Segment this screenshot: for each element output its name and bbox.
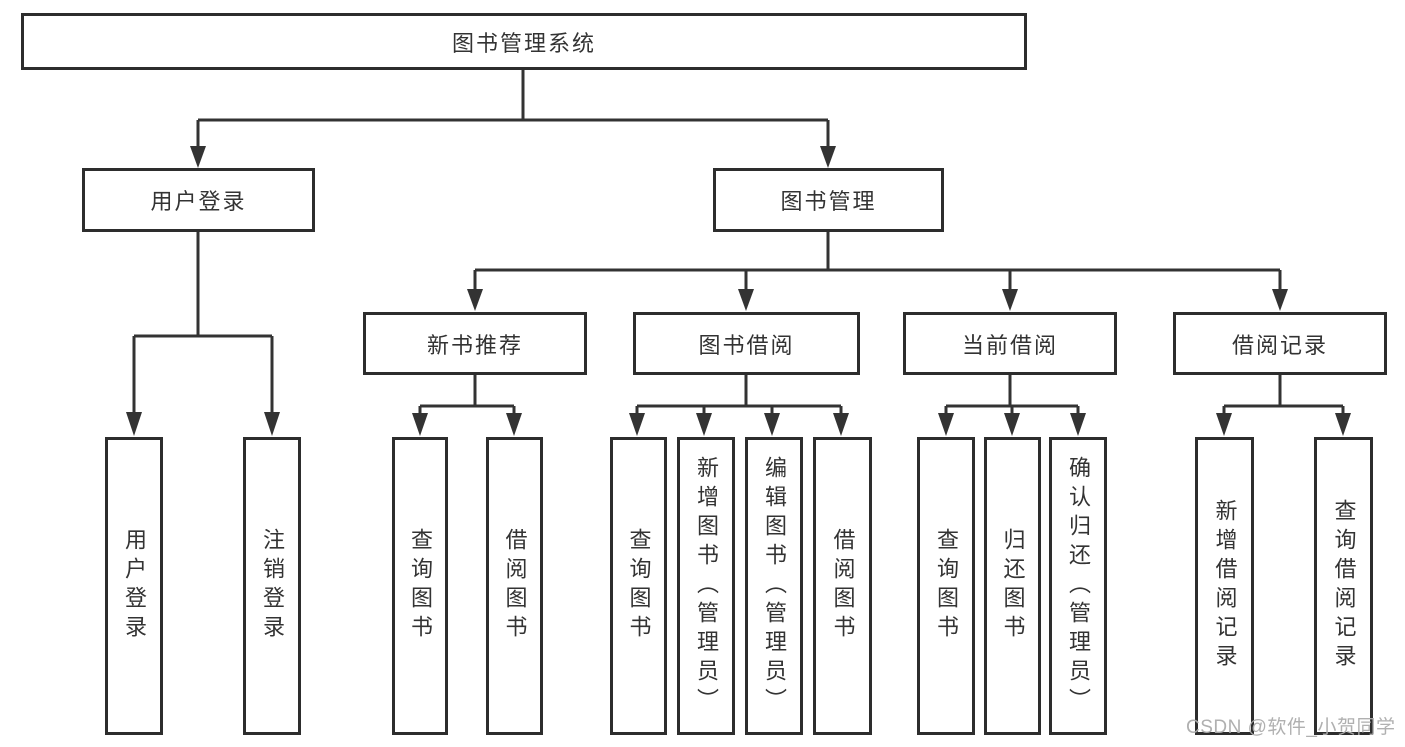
arrowhead-icon [764,413,780,436]
arrowhead-icon [833,413,849,436]
node-book-borrowing: 图书借阅 [633,312,860,375]
arrowhead-icon [1335,413,1351,436]
arrowheads [126,146,1351,436]
leaf-query-borrow-record: 查询借阅记录 [1314,437,1373,735]
leaf-borrow-books-recommend: 借阅图书 [486,437,543,735]
node-library-system: 图书管理系统 [21,13,1027,70]
arrowhead-icon [1070,413,1086,436]
node-book-management: 图书管理 [713,168,944,232]
leaf-add-books-admin: 新增图书（管理员） [677,437,735,735]
csdn-watermark: CSDN @软件_小贺同学 [1186,717,1396,738]
node-user-login: 用户登录 [82,168,315,232]
leaf-query-books-borrowing-label: 查询图书 [626,528,652,644]
leaf-logout: 注销登录 [243,437,301,735]
leaf-query-books-current-label: 查询图书 [934,528,959,644]
leaf-borrow-books-recommend-label: 借阅图书 [502,528,528,644]
arrowhead-icon [1272,289,1288,311]
leaf-return-books: 归还图书 [984,437,1041,735]
leaf-query-books-recommend-label: 查询图书 [408,528,433,644]
arrowhead-icon [1004,413,1020,436]
leaf-edit-books-admin: 编辑图书（管理员） [745,437,803,735]
leaf-borrow-books-borrowing-label: 借阅图书 [830,528,856,644]
leaf-edit-books-admin-label: 编辑图书（管理员） [762,455,787,717]
leaf-user-login-label: 用户登录 [122,528,147,644]
node-borrowing-records: 借阅记录 [1173,312,1387,375]
leaf-query-books-current: 查询图书 [917,437,975,735]
arrowhead-icon [264,412,280,436]
arrowhead-icon [738,289,754,311]
arrowhead-icon [629,413,645,436]
arrowhead-icon [126,412,142,436]
arrowhead-icon [1002,289,1018,311]
arrowhead-icon [506,413,522,436]
leaf-query-books-recommend: 查询图书 [392,437,448,735]
leaf-query-borrow-record-label: 查询借阅记录 [1331,499,1357,673]
arrowhead-icon [938,413,954,436]
leaf-add-books-admin-label: 新增图书（管理员） [694,455,719,717]
leaf-borrow-books-borrowing: 借阅图书 [813,437,872,735]
leaf-confirm-return-admin-label: 确认归还（管理员） [1066,455,1091,717]
node-current-borrowing: 当前借阅 [903,312,1117,375]
arrowhead-icon [696,413,712,436]
leaf-confirm-return-admin: 确认归还（管理员） [1049,437,1107,735]
arrowhead-icon [1216,413,1232,436]
arrowhead-icon [412,413,428,436]
leaf-add-borrow-record-label: 新增借阅记录 [1212,499,1238,673]
arrowhead-icon [820,146,836,168]
leaf-logout-label: 注销登录 [260,528,285,644]
leaf-user-login: 用户登录 [105,437,163,735]
node-new-book-recommendation: 新书推荐 [363,312,587,375]
leaf-add-borrow-record: 新增借阅记录 [1195,437,1254,735]
leaf-query-books-borrowing: 查询图书 [610,437,667,735]
leaf-return-books-label: 归还图书 [1000,528,1026,644]
arrowhead-icon [467,289,483,311]
arrowhead-icon [190,146,206,168]
